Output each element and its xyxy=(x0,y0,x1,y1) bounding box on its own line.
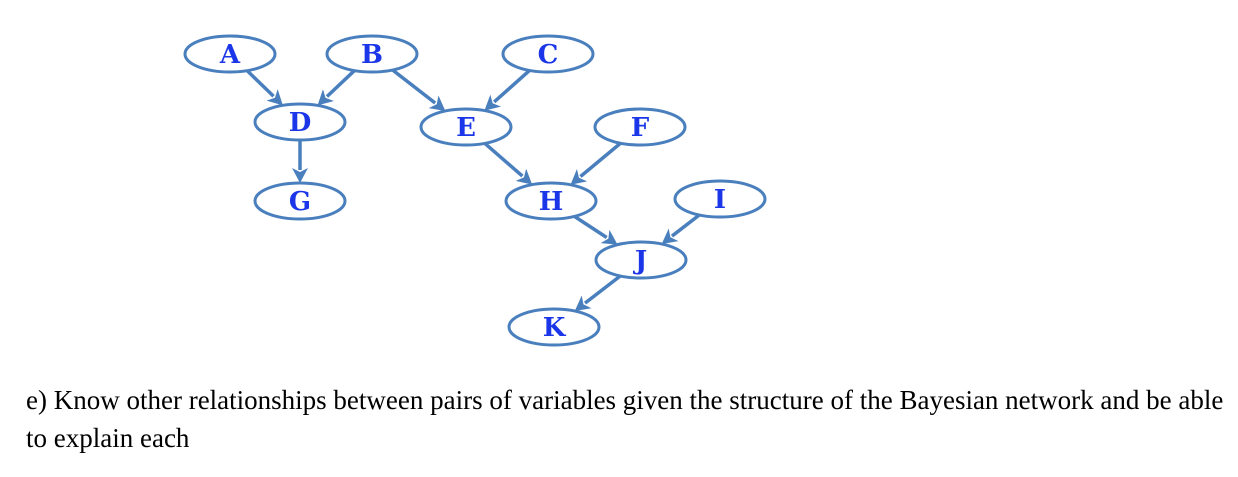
arrow-head xyxy=(292,168,308,183)
arrow-head xyxy=(515,168,533,185)
node-ellipse xyxy=(419,107,513,147)
arrow-head xyxy=(428,95,446,111)
caption-text: e) Know other relationships between pair… xyxy=(26,385,1224,453)
node-label: E xyxy=(456,113,476,143)
node-F: F xyxy=(593,107,687,147)
edge-line xyxy=(483,142,524,178)
arrow-head xyxy=(570,169,588,185)
node-label: J xyxy=(633,246,647,276)
edge-line xyxy=(583,274,622,305)
node-E: E xyxy=(419,107,513,147)
node-ellipse xyxy=(673,179,767,219)
node-C: C xyxy=(501,34,595,74)
node-label: H xyxy=(539,187,564,217)
node-A: A xyxy=(183,34,277,74)
node-label: B xyxy=(361,40,383,70)
bayesian-network-diagram: A B C D E F G H I J K xyxy=(183,34,767,347)
node-ellipse xyxy=(253,102,347,142)
edge-A-D xyxy=(245,69,283,106)
edge-J-K xyxy=(574,274,622,312)
node-label: D xyxy=(289,108,312,138)
edge-line xyxy=(245,69,275,98)
edge-line xyxy=(391,68,437,105)
node-label: G xyxy=(289,187,311,217)
edge-B-D xyxy=(317,69,356,106)
edges-layer xyxy=(245,68,701,312)
arrow-head xyxy=(574,295,592,312)
node-ellipse xyxy=(253,181,347,221)
node-ellipse xyxy=(504,181,598,221)
node-I: I xyxy=(673,179,767,219)
nodes-layer: A B C D E F G H I J K xyxy=(183,34,767,347)
edge-line xyxy=(492,69,531,104)
edge-H-J xyxy=(573,214,618,245)
edge-E-H xyxy=(483,142,533,185)
node-label: F xyxy=(631,113,650,143)
node-J: J xyxy=(594,240,688,280)
edge-line xyxy=(670,213,701,238)
edge-line xyxy=(325,69,356,98)
edge-D-G xyxy=(292,140,308,183)
node-ellipse xyxy=(593,107,687,147)
node-label: K xyxy=(543,313,567,343)
edge-I-J xyxy=(661,213,701,245)
arrow-head xyxy=(484,94,501,111)
node-ellipse xyxy=(183,34,277,74)
arrow-head xyxy=(317,89,334,106)
node-B: B xyxy=(325,34,419,74)
node-K: K xyxy=(507,307,601,347)
edge-line xyxy=(573,214,608,239)
edge-F-H xyxy=(570,141,622,185)
node-ellipse xyxy=(501,34,595,74)
node-ellipse xyxy=(594,240,688,280)
edge-B-E xyxy=(391,68,446,111)
node-ellipse xyxy=(507,307,601,347)
edge-C-E xyxy=(484,69,531,111)
edge-line xyxy=(579,141,622,178)
arrow-head xyxy=(266,89,283,106)
node-label: C xyxy=(538,40,559,70)
node-label: A xyxy=(219,40,241,70)
node-D: D xyxy=(253,102,347,142)
node-label: I xyxy=(714,185,726,215)
node-ellipse xyxy=(325,34,419,74)
arrow-head xyxy=(600,229,618,245)
arrow-head xyxy=(661,228,679,245)
node-H: H xyxy=(504,181,598,221)
node-G: G xyxy=(253,181,347,221)
